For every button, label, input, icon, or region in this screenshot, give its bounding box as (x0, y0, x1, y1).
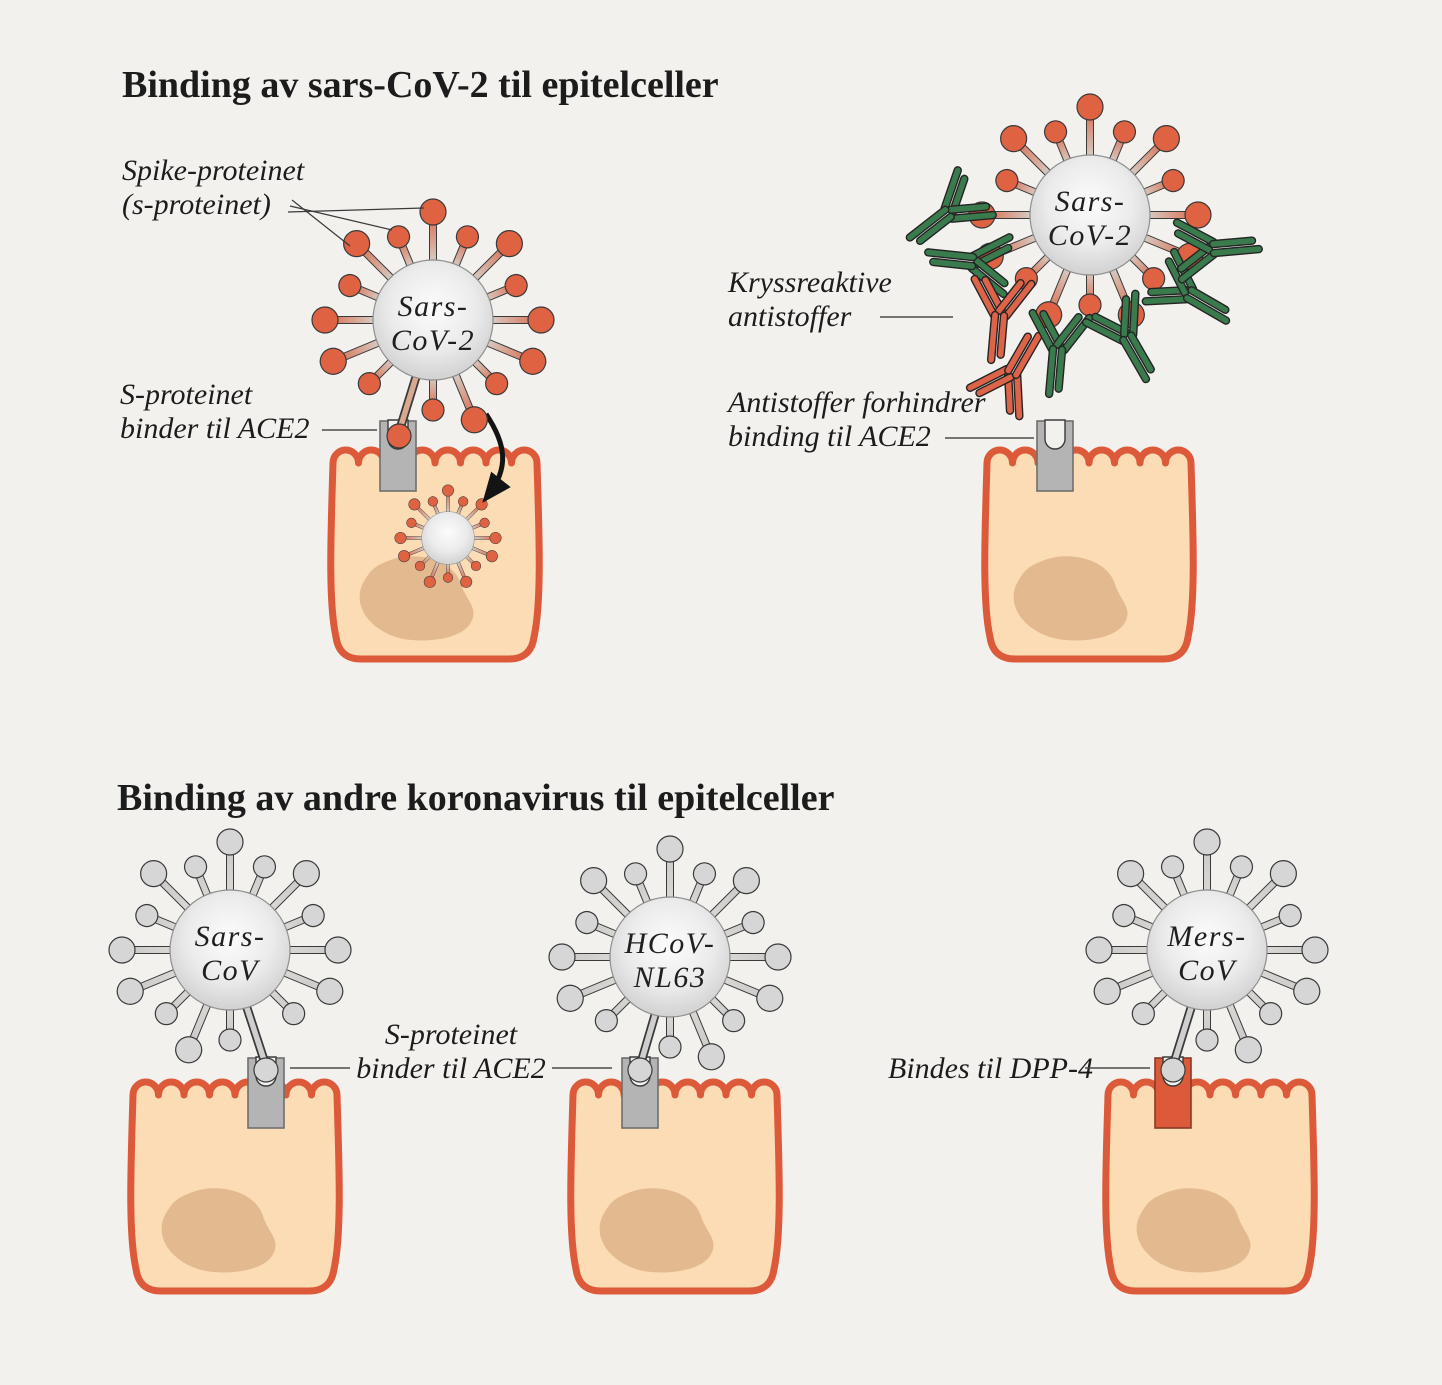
cross-reactive-label: Kryssreaktive antistoffer (727, 266, 953, 333)
binding-spike-top-left (386, 372, 421, 449)
virus-internalized-sars-cov-2 (394, 484, 502, 590)
svg-text:Bindes til DPP-4: Bindes til DPP-4 (888, 1052, 1093, 1085)
ace2-binding-label-top: S-proteinet binder til ACE2 (120, 378, 377, 445)
virus-name: CoV-2 (1048, 219, 1132, 252)
epithelial-cell-bottom-left (131, 1082, 340, 1291)
svg-text:binding til ACE2: binding til ACE2 (728, 420, 931, 453)
svg-text:binder til ACE2: binder til ACE2 (356, 1052, 545, 1085)
svg-text:S-proteinet: S-proteinet (385, 1018, 518, 1051)
svg-text:Antistoffer forhindrer: Antistoffer forhindrer (726, 386, 986, 419)
dpp4-binding-label: Bindes til DPP-4 (888, 1052, 1150, 1085)
virus-name: HCoV- (624, 927, 716, 960)
epithelial-cell-bottom-middle (571, 1082, 780, 1291)
entry-arrow (482, 412, 511, 503)
svg-text:binder til ACE2: binder til ACE2 (120, 412, 309, 445)
virus-sars-cov-2-left: Sars- CoV-2 (311, 198, 555, 438)
epithelial-cell-bottom-right (1106, 1082, 1315, 1291)
virus-name: CoV-2 (391, 324, 475, 357)
virus-mers-cov: Mers- CoV (1085, 828, 1329, 1068)
virus-name: Mers- (1166, 920, 1246, 953)
svg-text:S-proteinet: S-proteinet (120, 378, 253, 411)
binding-spike-bottom-left (242, 1003, 279, 1083)
svg-text:Kryssreaktive: Kryssreaktive (727, 266, 892, 299)
section-bottom-title: Binding av andre koronavirus til epitelc… (117, 777, 835, 819)
prevent-binding-label: Antistoffer forhindrer binding til ACE2 (726, 386, 1034, 453)
virus-name: Sars- (398, 290, 469, 323)
binding-spike-bottom-right (1160, 1003, 1196, 1083)
virus-name: NL63 (633, 961, 707, 994)
svg-text:antistoffer: antistoffer (728, 300, 852, 333)
epithelial-cell-top-right (985, 450, 1194, 659)
antibody-green (920, 223, 1021, 301)
svg-text:(s-proteinet): (s-proteinet) (122, 188, 271, 221)
ace2-receptor-top-right (1036, 419, 1074, 492)
svg-text:Spike-proteinet: Spike-proteinet (122, 154, 305, 187)
ace2-binding-label-bottom: S-proteinet binder til ACE2 (290, 1018, 612, 1085)
spike-protein-label: Spike-proteinet (s-proteinet) (122, 154, 425, 247)
virus-name: CoV (201, 954, 261, 987)
virus-sars-cov-2-right: Sars- CoV-2 (968, 93, 1212, 333)
virus-name: Sars- (195, 920, 266, 953)
virus-name: Sars- (1055, 185, 1126, 218)
virus-name: CoV (1178, 954, 1238, 987)
virus-sars-cov: Sars- CoV (108, 828, 352, 1068)
section-top-title: Binding av sars-CoV-2 til epitelceller (122, 64, 719, 106)
virus-hcov-nl63: HCoV- NL63 (548, 835, 792, 1075)
binding-spike-bottom-middle (627, 1010, 660, 1083)
